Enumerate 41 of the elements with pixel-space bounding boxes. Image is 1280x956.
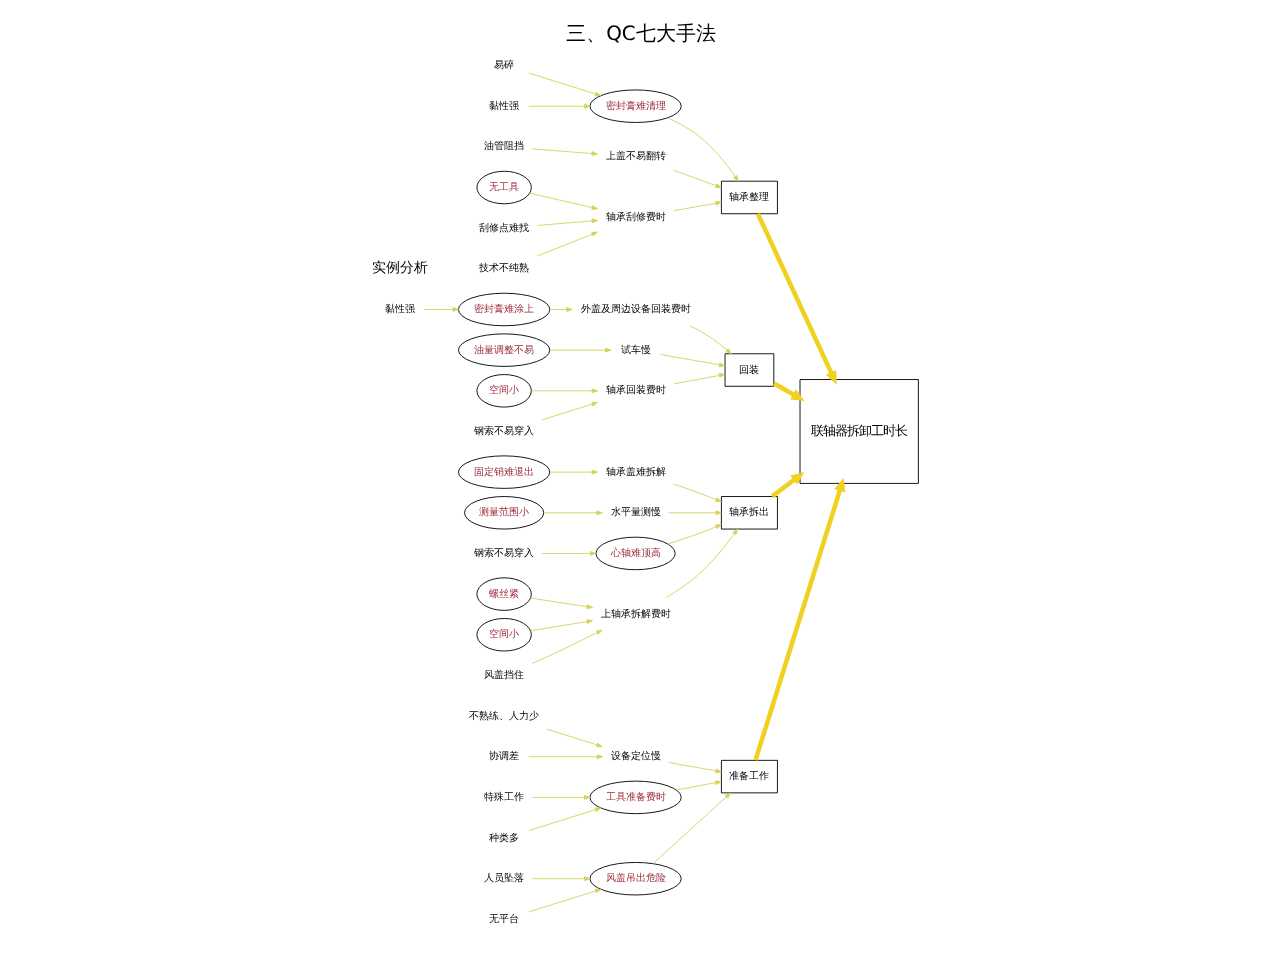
arrow [651, 792, 730, 865]
arrow [530, 795, 590, 800]
arrow [545, 728, 602, 748]
arrow [527, 72, 601, 97]
arrow [672, 200, 721, 212]
arrow [535, 231, 597, 257]
arrow [529, 597, 592, 610]
arrow [530, 148, 597, 156]
arrow [674, 780, 721, 791]
arrow [667, 510, 721, 516]
arrow [548, 469, 597, 475]
arrow [527, 888, 601, 913]
arrow [530, 388, 598, 394]
arrow [548, 347, 611, 353]
arrow [527, 754, 602, 760]
arrow [529, 619, 592, 632]
arrow [535, 218, 597, 226]
arrow [752, 478, 845, 761]
arrow [530, 629, 602, 664]
arrow [664, 528, 737, 599]
arrow [672, 373, 725, 385]
arrow [771, 381, 804, 401]
arrow [667, 761, 721, 774]
arrow [422, 307, 458, 312]
arrow [769, 472, 804, 499]
arrow [528, 192, 598, 210]
arrow [542, 510, 602, 516]
arrow [672, 169, 721, 189]
arrow [754, 212, 836, 385]
arrow [548, 307, 572, 312]
arrow [527, 807, 601, 832]
arrow [666, 117, 738, 182]
arrow [540, 401, 597, 421]
arrow [672, 483, 721, 502]
arrow [688, 325, 731, 355]
arrow [666, 524, 721, 545]
arrow [540, 551, 596, 556]
arrow [530, 876, 590, 882]
diagram-title: 三、QC七大手法 [565, 23, 715, 46]
arrow [658, 353, 725, 368]
arrow [527, 103, 590, 109]
